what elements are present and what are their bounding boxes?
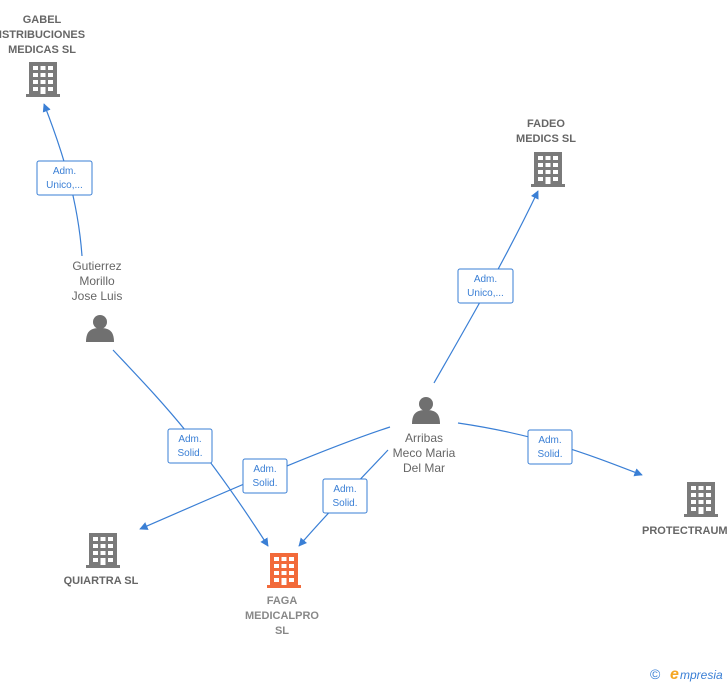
edge-label-line: Adm.: [333, 484, 356, 495]
node-gabel[interactable]: GABEL ISTRIBUCIONES MEDICAS SL: [0, 14, 85, 97]
edge-label-arribas-fadeo[interactable]: Adm. Unico,...: [457, 268, 514, 304]
edge-label-arribas-protectraum[interactable]: Adm. Solid.: [527, 429, 573, 465]
node-label-line: MEDICAS SL: [8, 44, 76, 56]
edge-label-line: Solid.: [537, 449, 562, 460]
edge-label-line: Unico,...: [46, 180, 83, 191]
edge-label-line: Adm.: [178, 434, 201, 445]
edge-label-arribas-quiartra[interactable]: Adm. Solid.: [242, 458, 288, 494]
node-arribas[interactable]: Arribas Meco Maria Del Mar: [393, 397, 456, 475]
edge-label-arribas-faga[interactable]: Adm. Solid.: [322, 478, 368, 514]
brand-initial: e: [670, 666, 679, 683]
node-label-line: MEDICALPRO: [245, 610, 319, 622]
node-label-line: GABEL: [23, 14, 62, 26]
watermark: © e mpresia: [650, 666, 723, 683]
building-icon: [86, 533, 120, 568]
building-icon: [267, 553, 301, 588]
node-label-line: ISTRIBUCIONES: [0, 29, 85, 41]
node-label-line: FADEO: [527, 118, 565, 130]
copyright-icon: ©: [650, 666, 661, 682]
node-fadeo[interactable]: FADEO MEDICS SL: [516, 118, 576, 187]
node-faga[interactable]: FAGA MEDICALPRO SL: [245, 553, 319, 637]
node-label-line: Meco Maria: [393, 446, 456, 460]
person-icon: [86, 315, 114, 342]
edge-label-line: Solid.: [177, 448, 202, 459]
node-quiartra[interactable]: QUIARTRA SL: [64, 533, 139, 587]
edge-label-line: Adm.: [53, 166, 76, 177]
node-protectraum[interactable]: PROTECTRAUM: [642, 482, 728, 537]
edge-label-line: Adm.: [253, 464, 276, 475]
building-icon: [684, 482, 718, 517]
edge-gutierrez-faga: [112, 349, 269, 547]
edge-label-line: Solid.: [332, 498, 357, 509]
edge-label-line: Adm.: [538, 435, 561, 446]
node-label-line: Gutierrez: [72, 259, 121, 273]
node-label-line: SL: [275, 625, 289, 637]
node-label-line: QUIARTRA SL: [64, 575, 139, 587]
building-icon: [26, 62, 60, 97]
edge-label-line: Solid.: [252, 478, 277, 489]
node-label-line: MEDICS SL: [516, 133, 576, 145]
node-label-line: Del Mar: [403, 461, 445, 475]
node-label-line: Arribas: [405, 431, 443, 445]
node-label-line: Morillo: [79, 274, 115, 288]
node-label-line: PROTECTRAUM: [642, 525, 728, 537]
node-label-line: Jose Luis: [72, 289, 123, 303]
person-icon: [412, 397, 440, 424]
edge-label-gutierrez-faga[interactable]: Adm. Solid.: [167, 428, 213, 464]
node-gutierrez[interactable]: Gutierrez Morillo Jose Luis: [72, 259, 123, 342]
edge-label-line: Unico,...: [467, 288, 504, 299]
building-icon: [531, 152, 565, 187]
edge-label-line: Adm.: [474, 274, 497, 285]
edge-label-gutierrez-gabel[interactable]: Adm. Unico,...: [36, 160, 93, 196]
brand-name: mpresia: [680, 668, 723, 682]
node-label-line: FAGA: [267, 595, 298, 607]
